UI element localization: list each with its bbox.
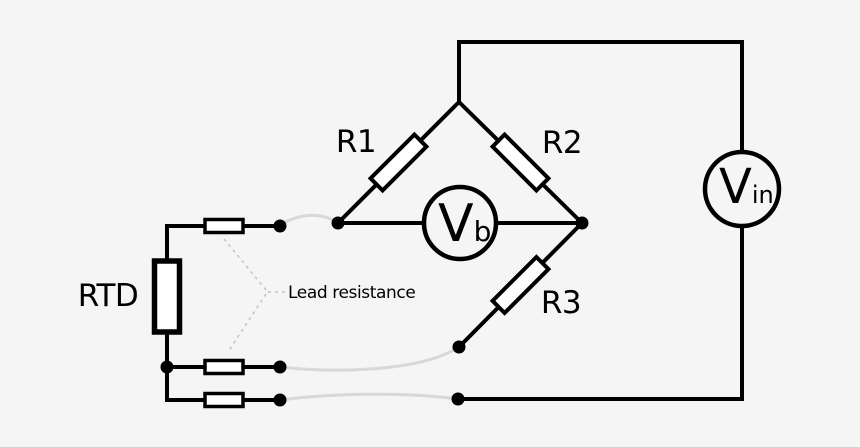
- r2-label: R2: [542, 125, 582, 161]
- r1-label: R1: [336, 124, 376, 160]
- junction-dot-bottom-lead: [273, 393, 287, 407]
- junction-dot-r3-bottom: [452, 340, 466, 354]
- callout-dashed-line-lower: [227, 293, 267, 353]
- r2-resistor-body: [489, 131, 552, 194]
- lead-resistor-bottom: [203, 391, 245, 409]
- rtd-bottom-branch-wire: [165, 332, 205, 402]
- junction-dot-rtd-bottom: [160, 360, 174, 374]
- vin-meter-circle: [702, 149, 782, 229]
- vin-symbol-text: V: [719, 159, 752, 215]
- vin-meter-label: Vin: [719, 159, 774, 215]
- lead-resistor-middle: [203, 358, 245, 376]
- supply-top-wire: [457, 40, 744, 152]
- vb-meter-circle: [421, 184, 499, 262]
- junction-dot-top-lead: [273, 219, 287, 233]
- r3-label: R3: [541, 285, 581, 321]
- lead-wire-middle-curve: [278, 345, 461, 372]
- lead-wire-top-curve: [278, 213, 340, 227]
- vb-symbol-text: V: [438, 194, 474, 254]
- junction-dot-bridge-right: [575, 216, 589, 230]
- callout-dashed-line-upper: [223, 238, 267, 291]
- lead-wire-bottom-curve: [278, 392, 460, 402]
- lead-resistance-label: Lead resistance: [288, 283, 415, 303]
- junction-dot-bottom-wire: [451, 392, 465, 406]
- r3-resistor-body: [489, 254, 552, 316]
- rtd-label: RTD: [78, 278, 139, 314]
- vin-subscript-text: in: [752, 181, 774, 209]
- vb-subscript-text: b: [474, 215, 492, 248]
- vb-meter-label: Vb: [438, 194, 491, 254]
- rtd-element-body: [151, 258, 183, 335]
- r1-resistor-body: [367, 131, 430, 194]
- lead-resistor-top: [203, 217, 245, 235]
- junction-dot-bridge-left: [331, 216, 345, 230]
- junction-dot-middle-lead: [273, 360, 287, 374]
- rtd-top-branch-wire: [165, 224, 205, 261]
- supply-bottom-wire: [458, 226, 744, 401]
